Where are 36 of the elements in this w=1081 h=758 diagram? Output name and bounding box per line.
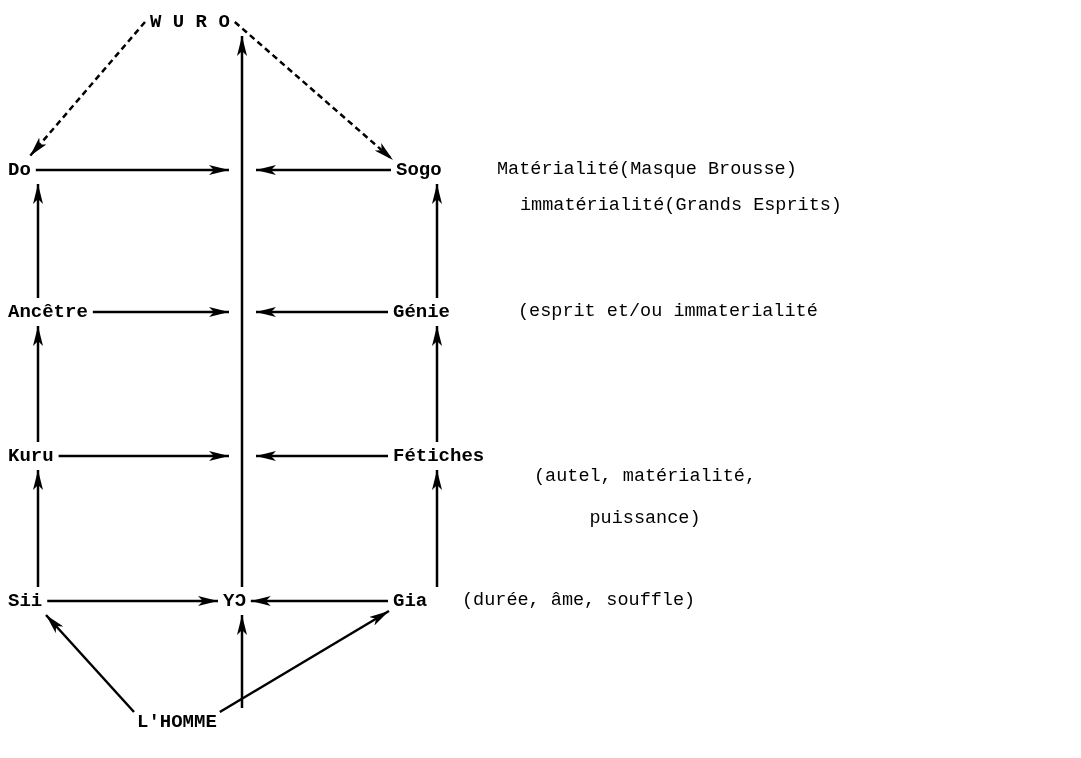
annotation-text: Matérialité(Masque Brousse) <box>497 158 797 182</box>
node-label: L'HOMME <box>137 710 217 734</box>
arrow <box>92 307 229 317</box>
arrow <box>35 165 229 175</box>
node-label: Ancêtre <box>8 300 88 324</box>
node-label: Sogo <box>396 158 442 182</box>
annotation-text: (autel, matérialité, puissance) <box>532 465 757 531</box>
arrow <box>219 609 390 714</box>
arrow <box>256 165 391 175</box>
node-label: Génie <box>393 300 450 324</box>
node-label: W U R O <box>150 10 230 34</box>
node-label: YƆ <box>223 589 246 613</box>
arrow <box>58 451 229 461</box>
arrow <box>237 615 247 708</box>
node-label: Do <box>8 158 31 182</box>
node-label: Sii <box>8 589 43 613</box>
arrow <box>33 326 43 442</box>
arrow <box>432 326 442 442</box>
annotation-text: immatérialité(Grands Esprits) <box>520 194 842 218</box>
dashed-arrow <box>29 21 146 157</box>
arrow <box>33 184 43 298</box>
dashed-arrow <box>234 21 394 161</box>
arrow <box>432 184 442 298</box>
arrow <box>256 307 388 317</box>
arrow <box>33 470 43 587</box>
annotation-text: (esprit et/ou immaterialité <box>518 300 818 324</box>
arrow <box>256 451 388 461</box>
arrow <box>250 596 388 606</box>
arrow <box>45 614 135 713</box>
arrow <box>47 596 218 606</box>
arrow <box>432 470 442 587</box>
node-label: Gia <box>393 589 428 613</box>
node-label: Kuru <box>8 444 54 468</box>
node-label: Fétiches <box>393 444 485 468</box>
annotation-text: (durée, âme, souffle) <box>462 589 696 613</box>
arrow <box>237 36 247 587</box>
